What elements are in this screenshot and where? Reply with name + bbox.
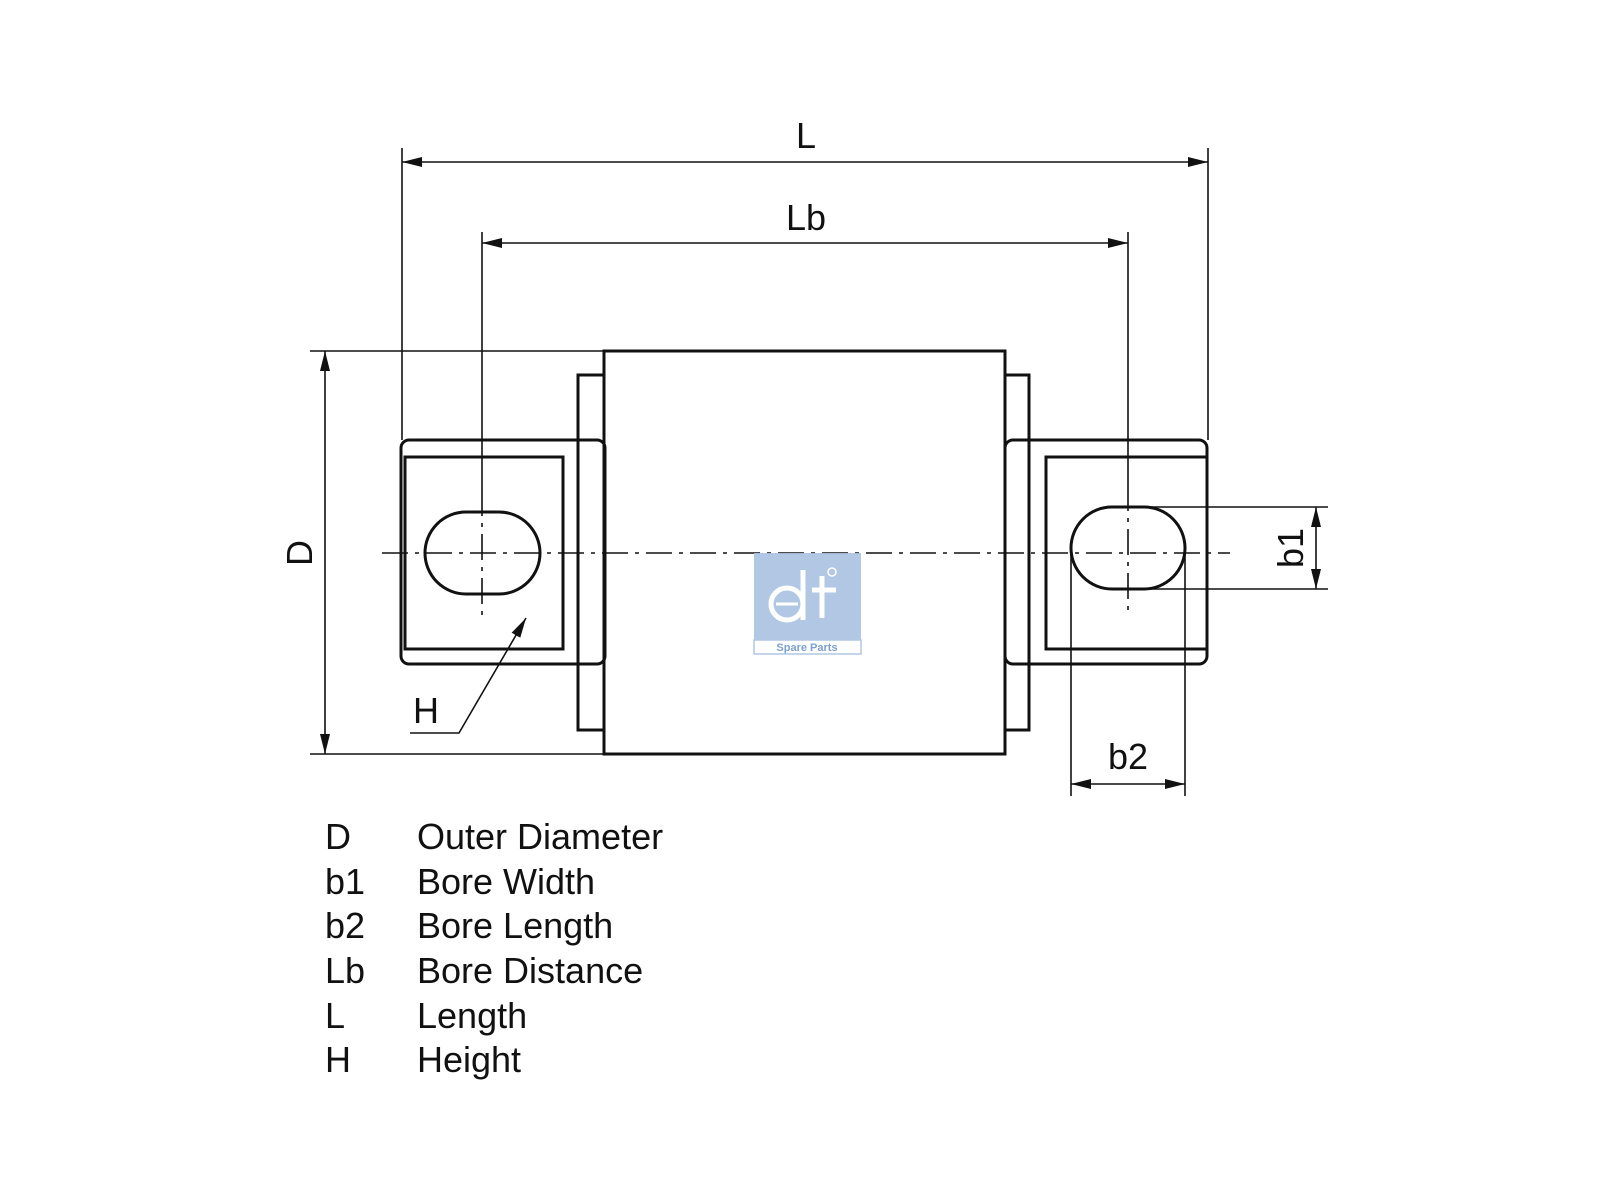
legend-row: b2 Bore Length <box>325 904 925 949</box>
logo-tagline: Spare Parts <box>776 642 837 654</box>
legend-symbol: Lb <box>325 950 366 992</box>
left-tab <box>399 438 607 666</box>
legend-symbol: L <box>325 994 346 1036</box>
label-D: D <box>279 540 320 566</box>
label-b1: b1 <box>1270 528 1311 568</box>
legend-description: Outer Diameter <box>417 816 664 858</box>
label-H: H <box>413 690 439 731</box>
legend-symbol: D <box>325 816 351 858</box>
legend-symbol: H <box>325 1039 351 1081</box>
dimension-legend: D Outer Diameter b1 Bore Width b2 Bore L… <box>325 815 925 1083</box>
dt-spare-parts-logo: Spare Parts <box>753 553 862 655</box>
legend-symbol: b2 <box>325 905 366 947</box>
legend-row: Lb Bore Distance <box>325 949 925 994</box>
label-L: L <box>796 115 816 156</box>
legend-row: L Length <box>325 993 925 1038</box>
label-b2: b2 <box>1108 736 1148 777</box>
center-lines <box>382 485 1230 615</box>
leader-line-H <box>410 617 527 734</box>
legend-row: H Height <box>325 1038 925 1083</box>
legend-description: Height <box>417 1039 522 1081</box>
legend-row: b1 Bore Width <box>325 860 925 905</box>
right-tab <box>1003 438 1209 666</box>
dt-mark-icon <box>768 567 837 623</box>
legend-row: D Outer Diameter <box>325 815 925 860</box>
label-Lb: Lb <box>786 197 826 238</box>
legend-description: Bore Distance <box>417 950 644 992</box>
legend-description: Length <box>417 994 528 1036</box>
legend-description: Bore Width <box>417 860 596 902</box>
legend-description: Bore Length <box>417 905 614 947</box>
extension-lines <box>310 148 1328 796</box>
legend-symbol: b1 <box>325 860 366 902</box>
